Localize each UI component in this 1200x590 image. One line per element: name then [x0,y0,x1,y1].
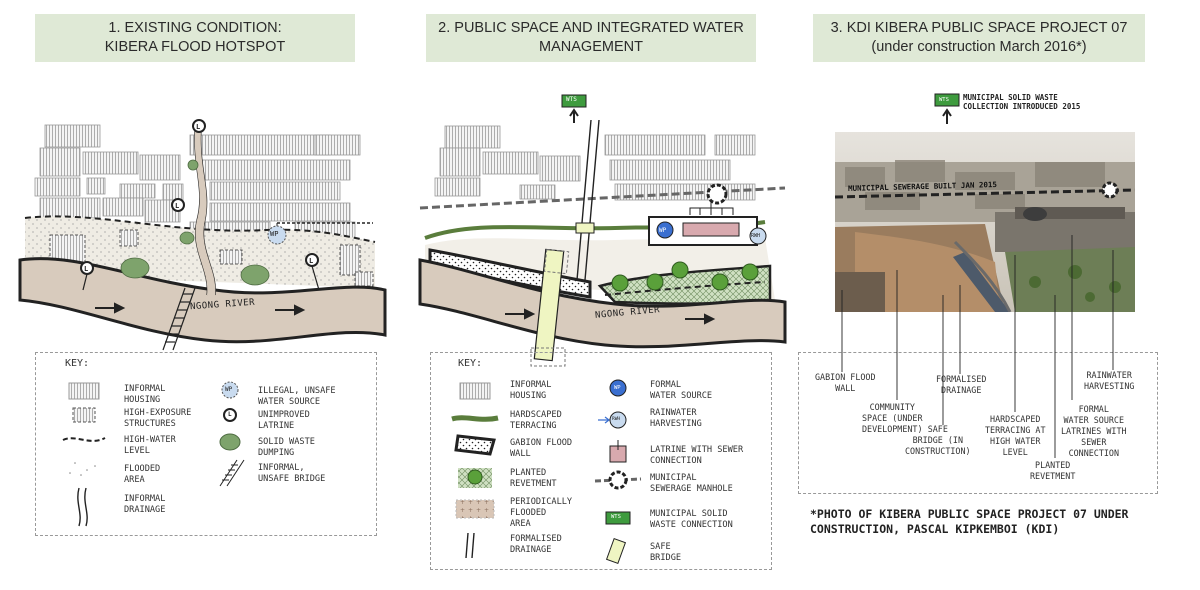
photo-credit-note: *PHOTO OF KIBERA PUBLIC SPACE PROJECT 07… [810,507,1129,536]
panel2-wp-label: WP [659,227,667,234]
panel3-header-line2: (under construction March 2016*) [871,39,1087,55]
formal-water-source-icon [656,221,674,239]
key-unsafe-bridge: INFORMAL, UNSAFE BRIDGE [258,463,326,484]
solid-waste-key-icon [219,433,241,451]
flooded-area-key-icon [69,462,96,476]
panel3-caption-box [798,352,1158,494]
water-source-key-icon [221,381,239,399]
panel2-header-line2: MANAGEMENT [539,39,643,55]
project-photo-illustration [835,132,1135,312]
key2-formal-water: FORMAL WATER SOURCE [650,380,713,401]
water-source-wp-icon [267,222,373,245]
panel2-rwh-label: RWH [751,233,761,239]
panel2-wts-label: WTS [566,96,577,103]
high-water-key-icon [62,437,106,442]
panel3-leader-lines [841,235,1114,458]
panel2-key-rwh-label: RWH [612,417,621,422]
safe-bridge [533,248,565,362]
key2-solid-waste: MUNICIPAL SOLID WASTE CONNECTION [650,509,733,530]
panel1-key-icons [62,381,245,527]
key-unimproved-latrine: UNIMPROVED LATRINE [258,410,310,431]
key2-planted-revetment: PLANTED REVETMENT [510,468,557,489]
caption-gabion-wall: GABION FLOOD WALL [815,372,876,393]
informal-housing-key-icon [68,382,100,400]
panel1-key-box [35,352,377,536]
panel2-header-line1: 2. PUBLIC SPACE AND INTEGRATED WATER [438,20,744,36]
key2-safe-bridge: SAFE BRIDGE [650,542,682,563]
panel1-key-l-label: L [228,411,232,418]
caption-formalised-drainage: FORMALISED DRAINAGE [936,374,987,395]
panel2-diagram [418,94,787,367]
latrine-icons [80,119,319,275]
key2-manhole: MUNICIPAL SEWERAGE MANHOLE [650,473,733,494]
wts-box [561,94,587,108]
panel3-wts-caption: MUNICIPAL SOLID WASTE COLLECTION INTRODU… [963,93,1081,111]
formalised-drainage [576,119,600,281]
panel1-header-line2: KIBERA FLOOD HOTSPOT [104,39,286,55]
key2-latrine-sewer: LATRINE WITH SEWER CONNECTION [650,445,744,466]
planted-trees [611,261,759,292]
panel2-key-wts-label: WTS [611,514,621,520]
key-informal-drainage: INFORMAL DRAINAGE [124,494,166,515]
latrine-key-icon [223,408,237,422]
key2-informal-housing: INFORMAL HOUSING [510,380,552,401]
panel1-latrine-l-1: L [196,123,201,131]
informal-bridge-key-icon [219,459,245,487]
caption-hardscaped-terracing: HARDSCAPED TERRACING AT HIGH WATER LEVEL [985,414,1046,457]
panel1-key-wp-label: WP [225,386,233,393]
informal-drainage-key-icon [77,487,88,527]
key2-gabion-wall: GABION FLOOD WALL [510,438,573,459]
panel1-latrine-l-4: L [309,257,314,265]
key-informal-housing: INFORMAL HOUSING [124,384,166,405]
informal-bridge [162,287,196,351]
rainwater-harvesting-icon [749,227,767,245]
caption-formal-water-latrines: FORMAL WATER SOURCE LATRINES WITH SEWER … [1061,404,1127,458]
caption-community-space: COMMUNITY SPACE (UNDER DEVELOPMENT) [862,402,923,434]
key2-hardscaped-terracing: HARDSCAPED TERRACING [510,410,562,431]
solid-waste-dumping [120,159,270,286]
panel3-wts-label: WTS [939,97,949,103]
caption-rainwater-harvesting: RAINWATER HARVESTING [1084,370,1135,391]
panel2-header: 2. PUBLIC SPACE AND INTEGRATED WATER MAN… [426,14,756,62]
panel1-header-line1: 1. EXISTING CONDITION: [108,20,282,36]
panel1-wp-label: WP [270,230,279,238]
river-arrows-2 [505,308,716,325]
project-photo [835,132,1135,312]
panel2-key-wp-label: WP [614,385,621,391]
panel2-key-title: KEY: [458,358,483,369]
panel3-header-line1: 3. KDI KIBERA PUBLIC SPACE PROJECT 07 [830,20,1128,36]
key2-formalised-drainage: FORMALISED DRAINAGE [510,534,562,555]
panel1-header: 1. EXISTING CONDITION: KIBERA FLOOD HOTS… [35,14,355,62]
panel3-header: 3. KDI KIBERA PUBLIC SPACE PROJECT 07 (u… [813,14,1145,62]
sewer-manhole-icon [706,183,728,205]
panel2-key-icons [451,379,642,565]
latrine-with-sewer [682,222,740,237]
ngong-river [18,257,387,344]
key-high-water: HIGH-WATER LEVEL [124,435,176,456]
caption-safe-bridge: SAFE BRIDGE (IN CONSTRUCTION) [905,424,971,456]
panel1-key-title: KEY: [65,358,90,369]
key-unsafe-water: ILLEGAL, UNSAFE WATER SOURCE [258,386,336,407]
panel1-latrine-l-2: L [175,202,180,210]
panel1-diagram [18,119,387,351]
panel2-key-box [430,352,772,570]
key-high-exposure: HIGH-EXPOSURE STRUCTURES [124,408,192,429]
key-flooded-area: FLOODED AREA [124,464,161,485]
high-exposure-key-icon [72,407,96,423]
key-solid-waste: SOLID WASTE DUMPING [258,437,315,458]
key2-rainwater: RAINWATER HARVESTING [650,408,702,429]
high-water-line [24,215,376,243]
key2-flooded-area: PERIODICALLY FLOODED AREA [510,497,573,529]
caption-planted-revetment: PLANTED REVETMENT [1030,460,1076,481]
panel3-wts-icon [934,93,960,124]
panel1-latrine-l-3: L [84,265,89,273]
river-arrows [95,302,306,316]
